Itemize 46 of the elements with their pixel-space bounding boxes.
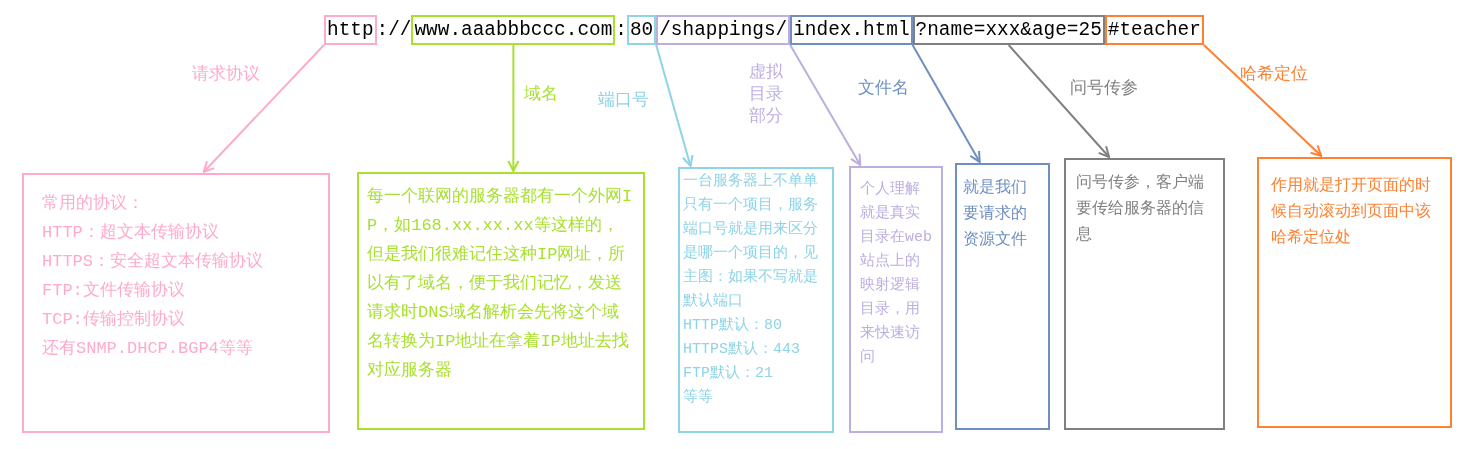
description-text: HTTPS默认：443 (683, 340, 801, 360)
edge-label: 请求协议 (192, 64, 260, 86)
description-text: FTP默认：21 (683, 364, 774, 384)
url-separator: :// (376, 18, 412, 42)
edge-label: 端口号 (598, 90, 649, 112)
arrow (1202, 44, 1323, 157)
description-text: 每一个联网的服务器都有一个外网IP，如168.xx.xx.xx等这样的，但是我们很难记住这种IP网址，所以有了域名，便于我们记忆，发送请求时DNS域名解析会先将这个域名转换为IP地址在拿着IP地址去找对应服务器 (367, 186, 634, 382)
description-text: HTTPS：安全超文本传输协议 (42, 250, 264, 273)
arrow (1007, 44, 1111, 158)
description-box (849, 166, 943, 433)
description-box (678, 167, 834, 433)
description-box (955, 163, 1050, 430)
edge-label: 文件名 (858, 78, 909, 100)
description-box (1257, 157, 1452, 428)
description-text: FTP:文件传输协议 (42, 280, 186, 302)
edge-label: 虚拟目录部分 (749, 62, 784, 128)
description-box (357, 172, 645, 430)
description-text: TCP:传输控制协议 (42, 309, 186, 331)
description-text: HTTP默认：80 (683, 316, 783, 336)
url-segment-box: 80 (626, 15, 657, 45)
edge-label: 哈希定位 (1240, 64, 1308, 86)
url-separator: : (615, 18, 627, 42)
url-segment-box: ?name=xxx&age=25 (912, 15, 1105, 45)
description-text: 还有SNMP.DHCP.BGP4等等 (42, 338, 254, 360)
description-box (22, 173, 330, 433)
edge-label: 问号传参 (1070, 78, 1138, 100)
url-segment-box: /shappings/ (656, 15, 791, 45)
description-text: HTTP：超文本传输协议 (42, 222, 220, 244)
url-segment-box: #teacher (1104, 15, 1204, 45)
arrow (789, 44, 862, 166)
url-segment-box: http (324, 15, 377, 45)
description-text: 问号传参，客户端要传给服务器的信息 (1076, 172, 1205, 246)
description-text: 作用就是打开页面的时候自动滚动到页面中该哈希定位处 (1271, 176, 1432, 249)
description-text: 常用的协议： (42, 193, 145, 215)
description-box (1064, 158, 1225, 430)
description-text: 等等 (683, 388, 714, 408)
edge-label: 域名 (524, 84, 558, 106)
arrow (507, 44, 520, 172)
url-segment-box: www.aaabbbccc.com (411, 15, 616, 45)
description-text: 个人理解就是真实目录在web站点上的映射逻辑目录，用来快速访问 (860, 180, 932, 368)
url-segment-box: index.html (790, 15, 913, 45)
arrow (202, 44, 325, 173)
arrow (911, 44, 981, 163)
arrow (655, 44, 694, 167)
description-text: 一台服务器上不单单只有一个项目，服务端口号就是用来区分是哪一个项目的，见主图：如果不写就是默认端口 (683, 171, 819, 312)
description-text: 就是我们要请求的资源文件 (963, 178, 1028, 251)
